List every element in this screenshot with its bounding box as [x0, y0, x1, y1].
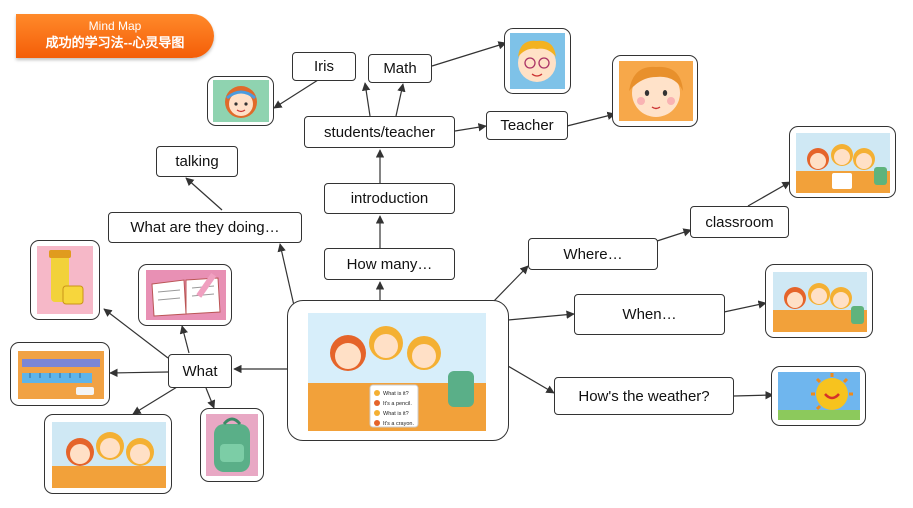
- node-where: Where…: [528, 238, 658, 270]
- mind-map-banner: Mind Map 成功的学习法--心灵导图: [16, 14, 214, 58]
- dialog-line-1: What is it?: [383, 391, 409, 397]
- dialog-line-4: It's a crayon.: [383, 421, 414, 427]
- backpack-icon: [206, 414, 258, 476]
- kids-icon: [52, 422, 166, 488]
- kids-classroom-icon: [773, 272, 867, 332]
- book-icon: [146, 270, 226, 320]
- kids-picture: [44, 414, 172, 494]
- node-when: When…: [574, 294, 725, 335]
- backpack-picture: [200, 408, 264, 482]
- when-picture: [765, 264, 873, 338]
- node-how-many: How many…: [324, 248, 455, 280]
- node-talking: talking: [156, 146, 238, 177]
- node-hows-the-weather: How's the weather?: [554, 377, 734, 415]
- sun-icon: [778, 372, 860, 420]
- girl-face-icon: [213, 80, 269, 122]
- node-what-are-they-doing: What are they doing…: [108, 212, 302, 243]
- teacher-face-icon: [619, 61, 693, 121]
- pencil-case-icon: [37, 246, 93, 314]
- boy-face-icon: [510, 33, 565, 89]
- node-math: Math: [368, 54, 432, 83]
- kids-classroom-icon: What is it? It's a pencil. What is it? I…: [308, 313, 486, 431]
- classroom-kids-icon: [796, 133, 890, 193]
- node-iris: Iris: [292, 52, 356, 81]
- node-students-teacher: students/teacher: [304, 116, 455, 148]
- center-picture: What is it? It's a pencil. What is it? I…: [287, 300, 509, 441]
- ruler-icon: [18, 351, 104, 399]
- pencil-case-picture: [30, 240, 100, 320]
- node-what: What: [168, 354, 232, 388]
- node-teacher: Teacher: [486, 111, 568, 140]
- iris-picture: [207, 76, 274, 126]
- book-picture: [138, 264, 232, 326]
- dialog-line-3: What is it?: [383, 411, 409, 417]
- classroom-picture: [789, 126, 896, 198]
- weather-picture: [771, 366, 866, 426]
- teacher-picture: [612, 55, 698, 127]
- banner-subtitle: 成功的学习法--心灵导图: [45, 35, 185, 50]
- math-picture: [504, 28, 571, 94]
- node-classroom: classroom: [690, 206, 789, 238]
- ruler-picture: [10, 342, 110, 406]
- node-introduction: introduction: [324, 183, 455, 214]
- banner-title: Mind Map: [88, 19, 142, 33]
- dialog-line-2: It's a pencil.: [383, 401, 412, 407]
